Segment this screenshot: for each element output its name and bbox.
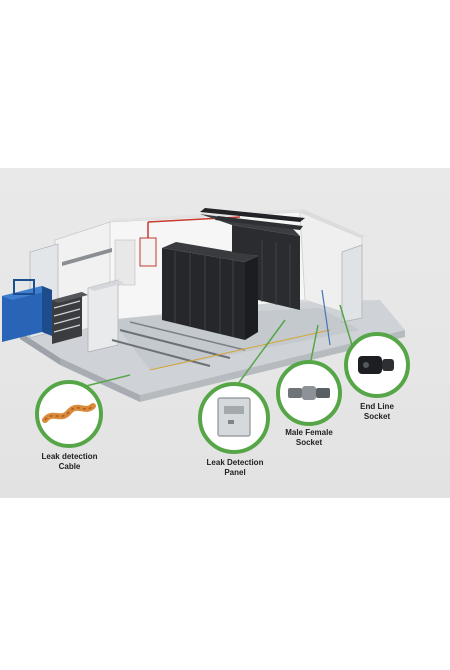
cable-icon [42,403,96,423]
floor-pipe-3 [129,321,246,351]
leak-panel-callout [198,382,270,454]
floor-pipe [119,329,231,359]
raised-floor-grid [110,308,360,370]
leak-panel-label: Leak Detection Panel [206,458,264,477]
panel-icon [217,397,251,437]
leak-cable-callout [35,380,103,448]
end-line-callout [344,332,410,398]
ups-side [42,286,52,336]
connector-icon [288,386,330,400]
floor-front-edge [60,358,140,402]
overhead-duct [200,208,305,222]
ups-frame [13,279,35,295]
battery-rack [52,292,88,344]
overhead-duct-2 [215,216,303,230]
right-door [341,244,363,323]
electrical-cabinet [87,279,119,353]
blue-conduit [321,289,331,346]
electrical-cabinet-top [88,280,124,291]
wall-cabinet [114,239,136,286]
leak-cable-route [149,329,331,371]
pointer-male [309,324,319,366]
floor-left-edge [20,332,60,365]
end-socket-icon [358,356,394,374]
cable-tray [62,248,112,266]
end-line-label: End Line Socket [360,402,394,421]
right-wall-top [300,209,365,238]
server-rack-row-front [162,242,258,340]
floor-right-edge [140,330,405,402]
male-female-callout [276,360,342,426]
floor-pipe-2 [111,339,211,367]
pointer-panel [234,319,286,389]
fire-panel [139,237,157,267]
leak-cable-label: Leak detection Cable [41,452,98,471]
male-female-label: Male Female Socket [285,428,333,447]
